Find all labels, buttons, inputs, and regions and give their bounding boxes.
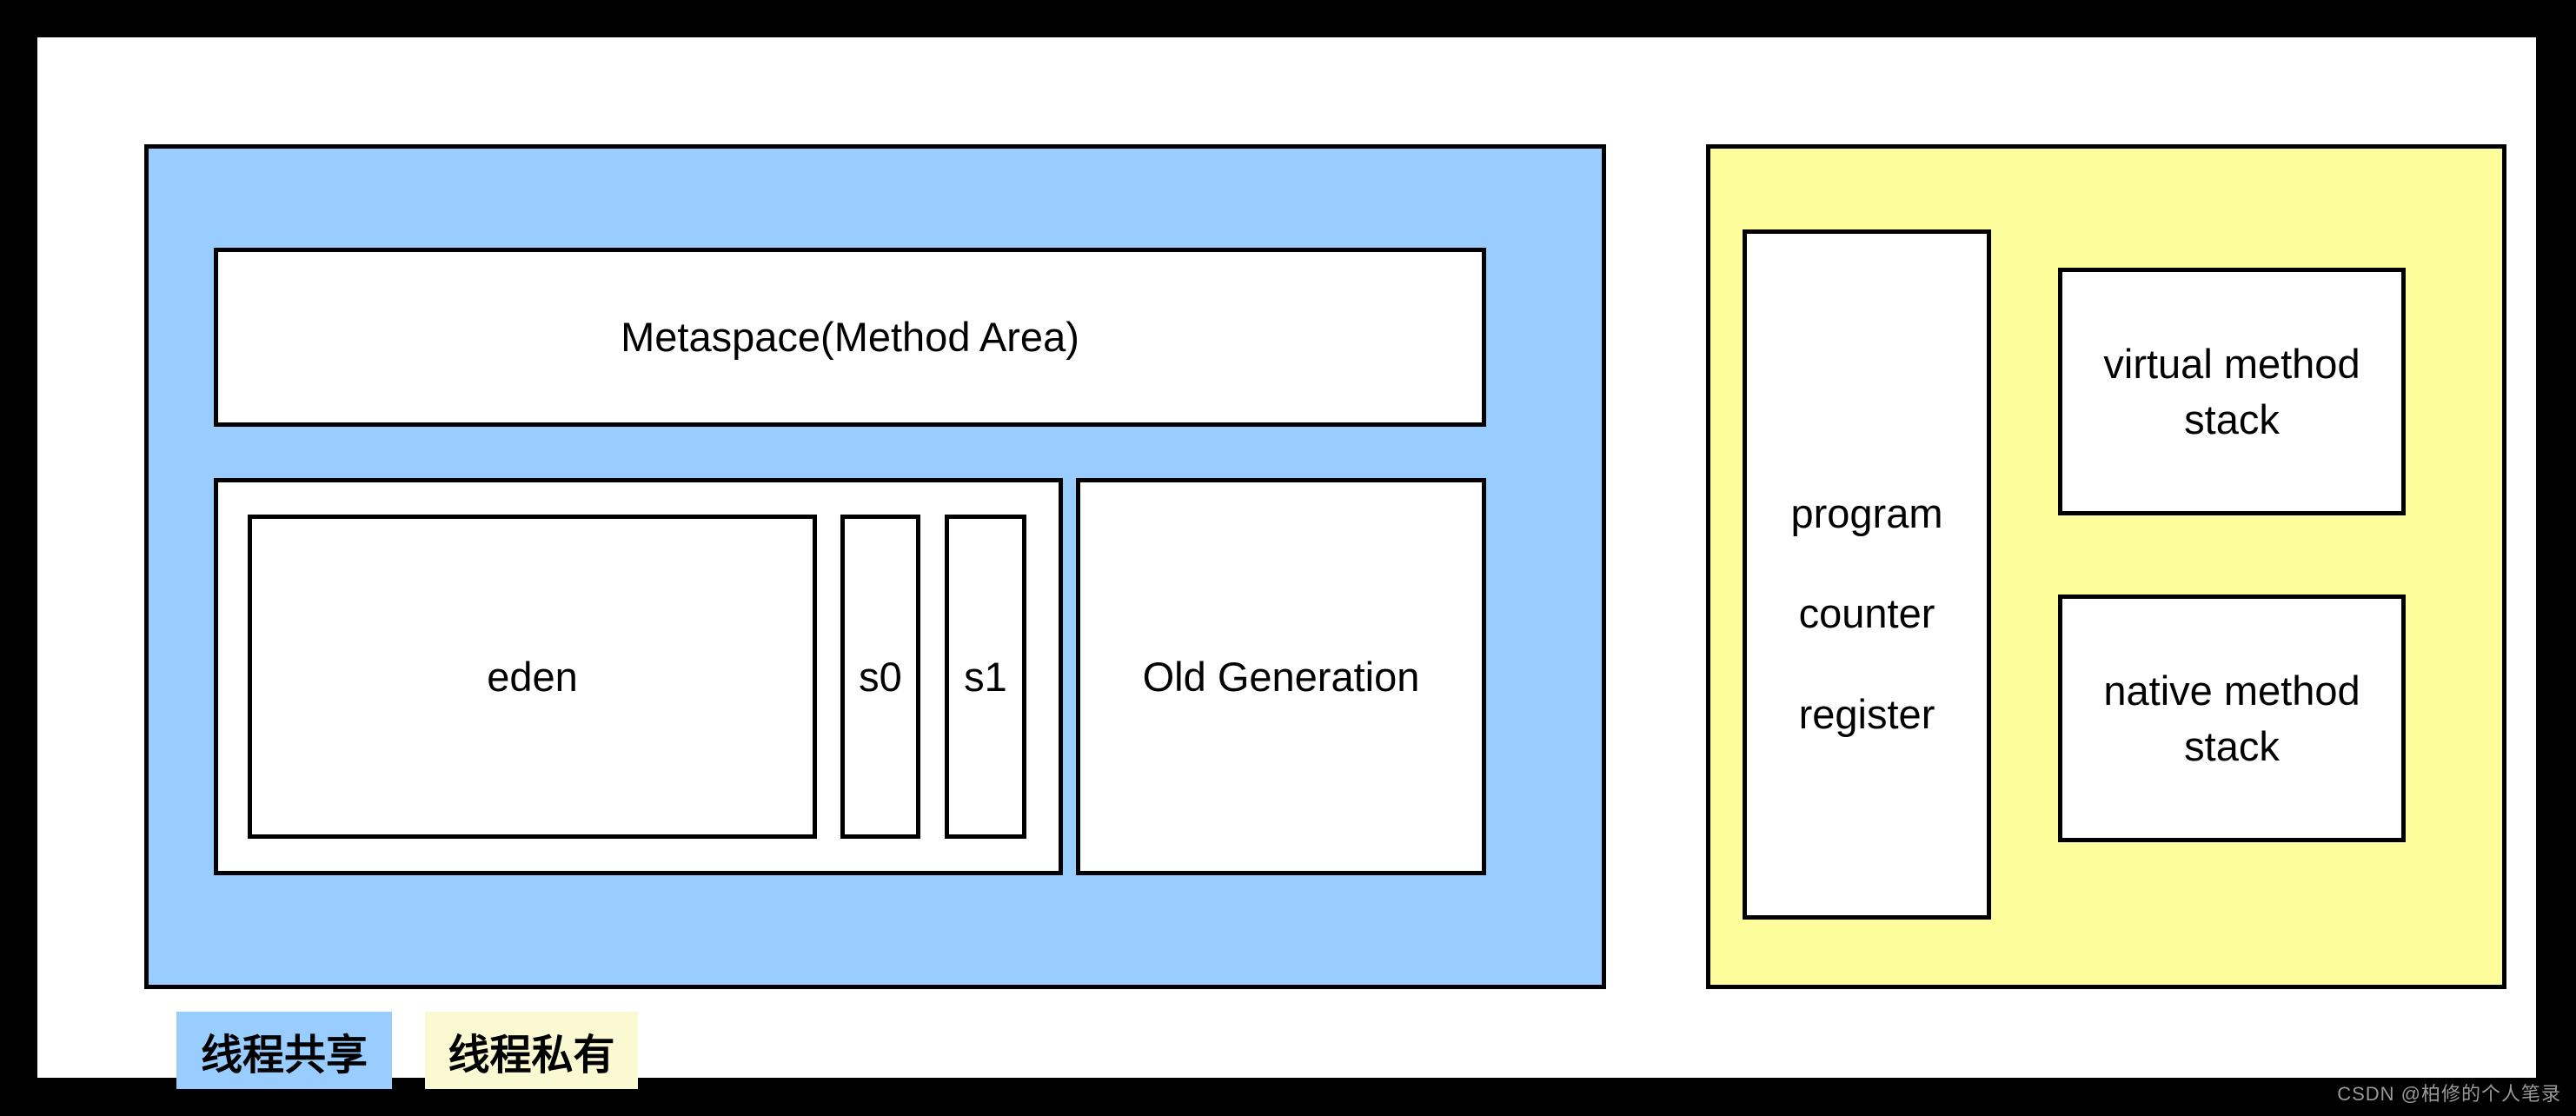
virtual-method-stack-box: virtual method stack xyxy=(2058,268,2406,515)
eden-label: eden xyxy=(487,653,578,700)
survivor1-box: s1 xyxy=(945,515,1026,839)
survivor0-box: s0 xyxy=(840,515,920,839)
metaspace-label: Metaspace(Method Area) xyxy=(621,314,1079,361)
legend-thread-private: 线程私有 xyxy=(425,1012,638,1089)
old-generation-label: Old Generation xyxy=(1142,653,1420,700)
native-method-stack-box: native method stack xyxy=(2058,595,2406,842)
program-counter-line-2: counter xyxy=(1798,590,1935,637)
survivor0-label: s0 xyxy=(859,653,902,700)
eden-box: eden xyxy=(248,515,817,839)
survivor1-label: s1 xyxy=(964,653,1007,700)
program-counter-line-3: register xyxy=(1798,690,1935,737)
legend-thread-private-label: 线程私有 xyxy=(448,1032,615,1079)
csdn-watermark: CSDN @柏修的个人笔录 xyxy=(2337,1079,2561,1106)
metaspace-box: Metaspace(Method Area) xyxy=(214,248,1486,427)
legend-thread-shared-label: 线程共享 xyxy=(200,1032,368,1079)
program-counter-line-1: program xyxy=(1790,490,1943,537)
diagram-canvas: Metaspace(Method Area) eden s0 s1 Old Ge… xyxy=(37,37,2536,1089)
virtual-method-stack-label: virtual method stack xyxy=(2103,341,2360,442)
program-counter-register-box: program counter register xyxy=(1743,229,1991,920)
legend-thread-shared: 线程共享 xyxy=(176,1012,392,1089)
csdn-watermark-text: CSDN @柏修的个人笔录 xyxy=(2337,1083,2561,1105)
native-method-stack-label: native method stack xyxy=(2103,668,2360,769)
old-generation-box: Old Generation xyxy=(1076,478,1486,875)
